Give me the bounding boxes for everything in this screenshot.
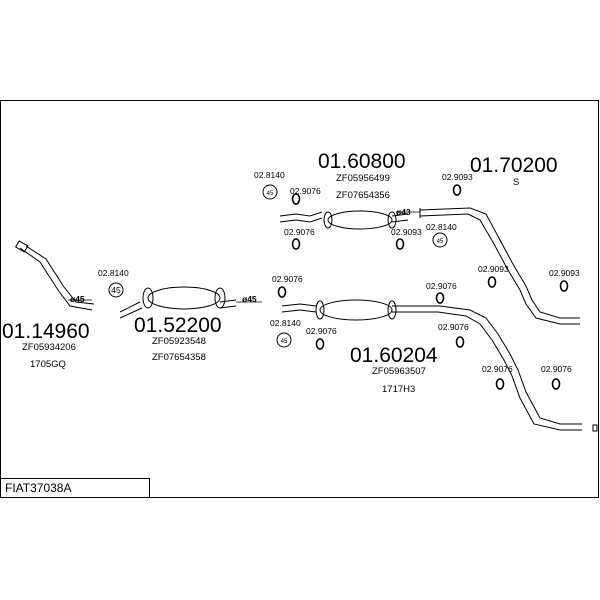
hanger-8 — [315, 338, 325, 350]
lower-silencer — [281, 299, 582, 431]
part-code-3b: ZF07654356 — [336, 190, 390, 201]
accessory-label-2: 02.8140 — [254, 170, 285, 180]
upper-silencer — [279, 210, 409, 230]
accessory-label-3: 02.9076 — [290, 186, 321, 196]
dimension-label-2: ø45 — [242, 294, 257, 304]
part-code-1a: ZF05934206 — [22, 342, 76, 353]
part-code-3a: ZF05956499 — [336, 173, 390, 184]
svg-text:45: 45 — [267, 191, 274, 197]
accessory-label-5: 02.9093 — [391, 227, 422, 237]
accessory-label-6: 02.8140 — [426, 222, 457, 232]
hanger-12 — [551, 378, 561, 390]
dimension-label-3: ø43 — [396, 207, 411, 217]
part-code-2a: ZF05923548 — [152, 336, 206, 347]
hanger-10 — [455, 336, 465, 348]
part-code-5b: 1717H3 — [382, 384, 415, 395]
part-number-4: 01.70200 — [470, 154, 558, 177]
part-number-5: 01.60204 — [350, 344, 438, 367]
accessory-label-12: 02.8140 — [270, 318, 301, 328]
svg-text:45: 45 — [281, 339, 288, 345]
part-number-1: 01.14960 — [2, 320, 90, 343]
front-pipe — [14, 240, 95, 311]
accessory-label-16: 02.9076 — [541, 364, 572, 374]
hanger-7 — [277, 286, 287, 298]
hanger-5 — [487, 276, 497, 288]
hanger-1 — [291, 193, 301, 205]
clamp-1: 45 — [108, 282, 124, 298]
hanger-9 — [435, 292, 445, 304]
part-code-4a: S — [513, 177, 519, 188]
part-code-2b: ZF07654358 — [152, 352, 206, 363]
center-pipe — [119, 286, 237, 319]
accessory-label-1: 02.8140 — [98, 268, 129, 278]
accessory-label-11: 02.9076 — [426, 281, 457, 291]
accessory-label-9: 02.9093 — [549, 268, 580, 278]
hanger-2 — [291, 238, 301, 250]
svg-text:45: 45 — [437, 239, 444, 245]
hanger-4 — [452, 184, 462, 196]
accessory-label-7: 02.9093 — [442, 172, 473, 182]
accessory-label-10: 02.9076 — [272, 274, 303, 284]
accessory-label-8: 02.9093 — [478, 264, 509, 274]
dimension-label-1: ø45 — [70, 294, 85, 304]
svg-text:45: 45 — [111, 285, 121, 295]
hanger-6 — [559, 280, 569, 292]
hanger-3 — [395, 238, 405, 250]
clamp-2: 45 — [262, 184, 278, 200]
hanger-11 — [495, 378, 505, 390]
diagram-frame — [0, 100, 599, 498]
part-code-5a: ZF05963507 — [372, 366, 426, 377]
upper-rear-pipe — [419, 207, 580, 325]
accessory-label-4: 02.9076 — [284, 227, 315, 237]
part-number-2: 01.52200 — [134, 314, 222, 337]
part-number-3: 01.60800 — [318, 150, 406, 173]
clamp-3: 45 — [432, 232, 448, 248]
accessory-label-13: 02.9076 — [306, 326, 337, 336]
part-code-1b: 1705GQ — [30, 359, 66, 370]
diagram-title: FIAT37038A — [0, 478, 150, 498]
clamp-4: 45 — [276, 332, 292, 348]
hanger-group — [277, 184, 569, 390]
end-clip — [592, 424, 598, 432]
clamp-group: 45 45 45 45 — [108, 184, 448, 348]
accessory-label-15: 02.9076 — [482, 364, 513, 374]
accessory-label-14: 02.9076 — [438, 322, 469, 332]
